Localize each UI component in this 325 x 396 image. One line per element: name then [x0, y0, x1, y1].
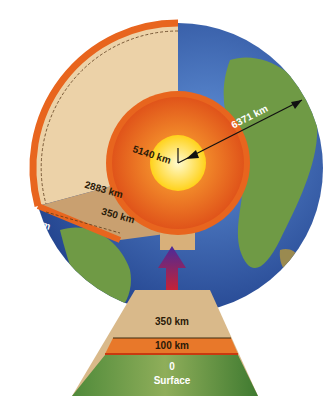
depth-label: 350 km	[155, 317, 189, 327]
depth-label: 0	[169, 362, 175, 372]
depth-label: Surface	[154, 376, 191, 386]
depth-label: 100 km	[155, 341, 189, 351]
